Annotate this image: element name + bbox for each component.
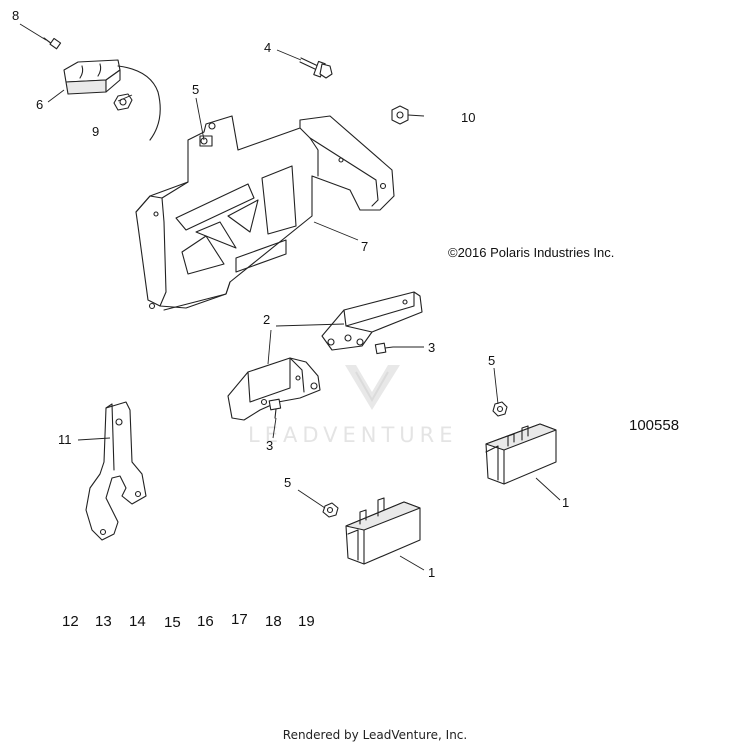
callout-3-upper: 3 — [428, 340, 435, 355]
part-number-18: 18 — [265, 613, 282, 630]
bolt-4 — [299, 57, 333, 79]
callout-8: 8 — [12, 8, 19, 23]
part-number-12: 12 — [62, 613, 79, 630]
callout-7: 7 — [361, 239, 368, 254]
callouts: 8 6 9 5 4 10 7 2 3 3 5 5 11 1 1 — [12, 8, 569, 580]
light-bracket-2-upper — [321, 291, 423, 351]
part-number-16: 16 — [197, 613, 214, 630]
callout-11: 11 — [58, 432, 72, 447]
screw-3-upper — [374, 342, 394, 355]
callout-5-top: 5 — [192, 82, 199, 97]
drawing-number: 100558 — [629, 417, 679, 434]
part-number-14: 14 — [129, 613, 146, 630]
unshown-part-numbers: 12 13 14 15 16 17 18 19 — [62, 611, 315, 631]
light-bracket-2-lower — [227, 357, 321, 421]
part-number-13: 13 — [95, 613, 112, 630]
callout-1-left: 1 — [428, 565, 435, 580]
watermark-text: LEADVENTURE — [248, 423, 458, 447]
tail-light-1-left — [345, 497, 421, 565]
footer-credit: Rendered by LeadVenture, Inc. — [282, 728, 468, 742]
part-number-15: 15 — [164, 614, 181, 631]
mounting-bracket-7 — [135, 115, 395, 311]
leader-lines — [19, 23, 561, 571]
callout-2: 2 — [263, 312, 270, 327]
bracket-11 — [85, 401, 147, 541]
nut-5-left — [322, 502, 339, 518]
watermark-logo: LEADVENTURE — [248, 365, 458, 447]
screw-8 — [43, 37, 62, 50]
callout-4: 4 — [264, 40, 271, 55]
nut-9 — [113, 93, 133, 111]
nut-10 — [391, 105, 409, 125]
callout-9: 9 — [92, 124, 99, 139]
callout-6: 6 — [36, 97, 43, 112]
screw-3-lower — [268, 398, 282, 419]
callout-1-right: 1 — [562, 495, 569, 510]
license-light-6 — [63, 59, 161, 141]
part-number-19: 19 — [298, 613, 315, 630]
callout-5-left: 5 — [284, 475, 291, 490]
copyright-notice: ©2016 Polaris Industries Inc. — [448, 245, 614, 260]
callout-10: 10 — [461, 110, 475, 125]
callout-5-right: 5 — [488, 353, 495, 368]
part-number-17: 17 — [231, 611, 248, 628]
callout-3-lower: 3 — [266, 438, 273, 453]
nut-5-right — [492, 401, 508, 417]
tail-light-1-right — [485, 423, 557, 485]
